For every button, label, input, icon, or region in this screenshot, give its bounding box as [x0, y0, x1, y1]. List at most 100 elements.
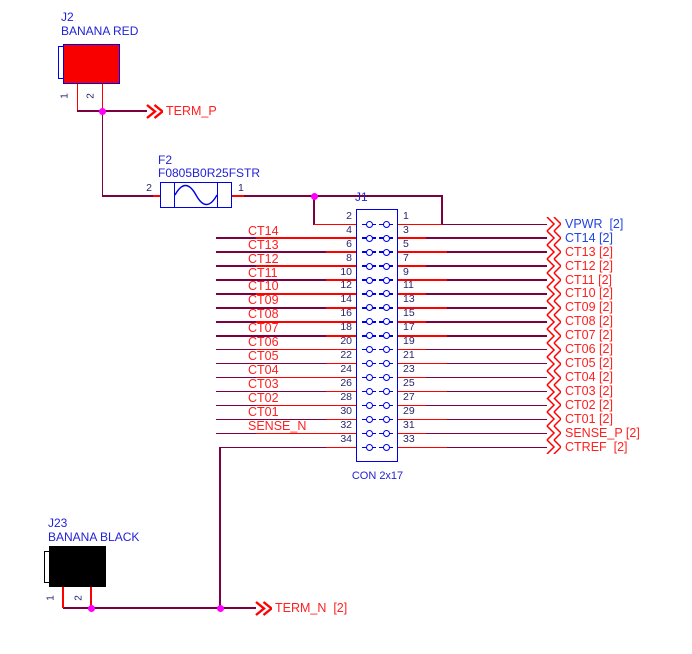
net-label-left[interactable]: CT12 — [248, 251, 279, 266]
offsheet-chevron-icon — [546, 217, 561, 232]
wire-to-fuse — [101, 195, 154, 197]
wire-j1-row — [216, 418, 326, 421]
net-label-left[interactable]: CT04 — [248, 363, 279, 378]
f2-cap-left — [160, 182, 175, 208]
pin-circle — [365, 276, 373, 284]
wire-j1-row — [426, 376, 547, 379]
f2-value: F0805B0R25FSTR — [158, 165, 261, 180]
net-label-right[interactable]: CT05 [2] — [565, 356, 613, 371]
j1-refdes[interactable]: J1 — [355, 190, 368, 204]
j2-body[interactable] — [63, 44, 120, 84]
wire-j1-row — [220, 446, 326, 449]
j1-left-pin-number: 16 — [340, 307, 352, 320]
j1-left-pin-number: 14 — [340, 293, 352, 306]
net-label-right[interactable]: CTREF [2] — [565, 439, 628, 454]
j1-right-pin-number: 17 — [403, 321, 415, 334]
net-label-left[interactable]: CT05 — [248, 349, 279, 364]
net-label-right[interactable]: CT04 [2] — [565, 370, 613, 385]
net-label-left[interactable]: CT08 — [248, 307, 279, 322]
net-label-right[interactable]: CT08 [2] — [565, 314, 613, 329]
net-label-left[interactable]: CT07 — [248, 321, 279, 336]
wire-j1-row — [398, 362, 447, 365]
junction-dot — [216, 604, 224, 612]
wire-j1-row — [398, 348, 426, 351]
offsheet-chevron-icon — [546, 245, 561, 260]
wire-j1-row — [216, 335, 326, 337]
net-label-left[interactable]: CT11 — [248, 265, 278, 280]
net-label-left[interactable]: CT03 — [248, 377, 279, 392]
net-label-right[interactable]: CT12 [2] — [565, 258, 613, 273]
port-term-p[interactable]: TERM_P — [166, 103, 217, 118]
wire-j1-row — [216, 404, 256, 407]
pin-circle — [382, 248, 390, 256]
net-label-left[interactable]: CT09 — [248, 293, 279, 308]
j1-right-pin-number: 21 — [403, 349, 415, 362]
j23-body[interactable] — [49, 546, 106, 587]
net-label-right[interactable]: CT06 [2] — [565, 342, 613, 357]
wire-j1-row — [398, 446, 447, 449]
net-label-left[interactable]: CT13 — [248, 237, 279, 252]
j1-right-pin-number: 13 — [403, 293, 415, 306]
wire-j1-row — [447, 362, 547, 365]
wire-j23-pin1-stub — [62, 587, 64, 608]
j1-right-pin-number: 7 — [403, 251, 409, 264]
net-label-right[interactable]: CT02 [2] — [565, 397, 613, 412]
wire-j1-row — [442, 223, 547, 226]
wire-j1-row — [426, 404, 547, 407]
offsheet-chevron-icon — [146, 103, 163, 119]
net-label-right[interactable]: CT01 [2] — [565, 411, 613, 426]
offsheet-chevron-icon — [255, 600, 272, 616]
wire-j1-row — [398, 376, 426, 379]
pin-circle — [382, 401, 390, 409]
net-label-left[interactable]: CT02 — [248, 390, 279, 405]
pin-circle — [382, 360, 390, 368]
port-term-n[interactable]: TERM_N [2] — [275, 600, 348, 615]
pin-circle — [365, 234, 373, 242]
net-label-right[interactable]: CT13 [2] — [565, 244, 613, 259]
j23-refdes[interactable]: J23 — [48, 516, 68, 530]
wire-j1-row — [398, 223, 442, 226]
j2-refdes[interactable]: J2 — [61, 10, 74, 24]
pin-circle — [382, 374, 390, 382]
j1-left-pin-number: 6 — [346, 237, 352, 250]
wire-j1-row — [447, 279, 547, 281]
f2-pin2-number: 2 — [146, 182, 152, 194]
wire-j1-row — [398, 251, 447, 253]
wire-j1-row — [216, 307, 326, 309]
wire-j1-row — [447, 251, 547, 253]
net-label-left[interactable]: CT06 — [248, 335, 279, 350]
wire-vpwr-drop — [441, 196, 443, 225]
net-label-right[interactable]: CT10 [2] — [565, 286, 613, 301]
net-label-left[interactable]: CT10 — [248, 279, 279, 294]
j1-right-pin-number: 5 — [403, 237, 409, 250]
net-label-left[interactable]: CT14 — [248, 223, 279, 238]
wire-j1-row — [314, 223, 356, 226]
wire-j1-row — [326, 446, 356, 449]
net-label-right[interactable]: CT07 [2] — [565, 328, 613, 343]
net-label-right[interactable]: VPWR [2] — [565, 216, 624, 231]
f2-refdes[interactable]: F2 — [158, 152, 173, 167]
wire-j1-row — [326, 251, 356, 253]
j1-right-pin-number: 29 — [403, 404, 415, 417]
net-label-left[interactable]: SENSE_N — [248, 418, 307, 433]
pin-circle — [382, 290, 390, 298]
offsheet-chevron-icon — [546, 412, 561, 427]
junction-dot — [99, 107, 106, 115]
net-label-right[interactable]: CT14 [2] — [565, 230, 613, 245]
net-label-left[interactable]: CT01 — [248, 404, 279, 419]
j1-left-pin-number: 4 — [346, 223, 352, 236]
wire-j1-row — [256, 237, 356, 239]
net-label-right[interactable]: CT09 [2] — [565, 300, 613, 315]
offsheet-chevron-icon — [546, 286, 561, 301]
net-label-right[interactable]: SENSE_P [2] — [565, 425, 640, 440]
wire-j1-row — [216, 237, 256, 239]
net-label-right[interactable]: CT11 [2] — [565, 272, 613, 287]
offsheet-chevron-icon — [546, 314, 561, 329]
wire-j1-row — [398, 335, 447, 337]
net-label-right[interactable]: CT03 [2] — [565, 384, 613, 399]
pin-circle — [382, 388, 390, 396]
wire-j2-down — [101, 111, 104, 197]
offsheet-chevron-icon — [546, 440, 561, 455]
pin-circle — [365, 304, 373, 312]
